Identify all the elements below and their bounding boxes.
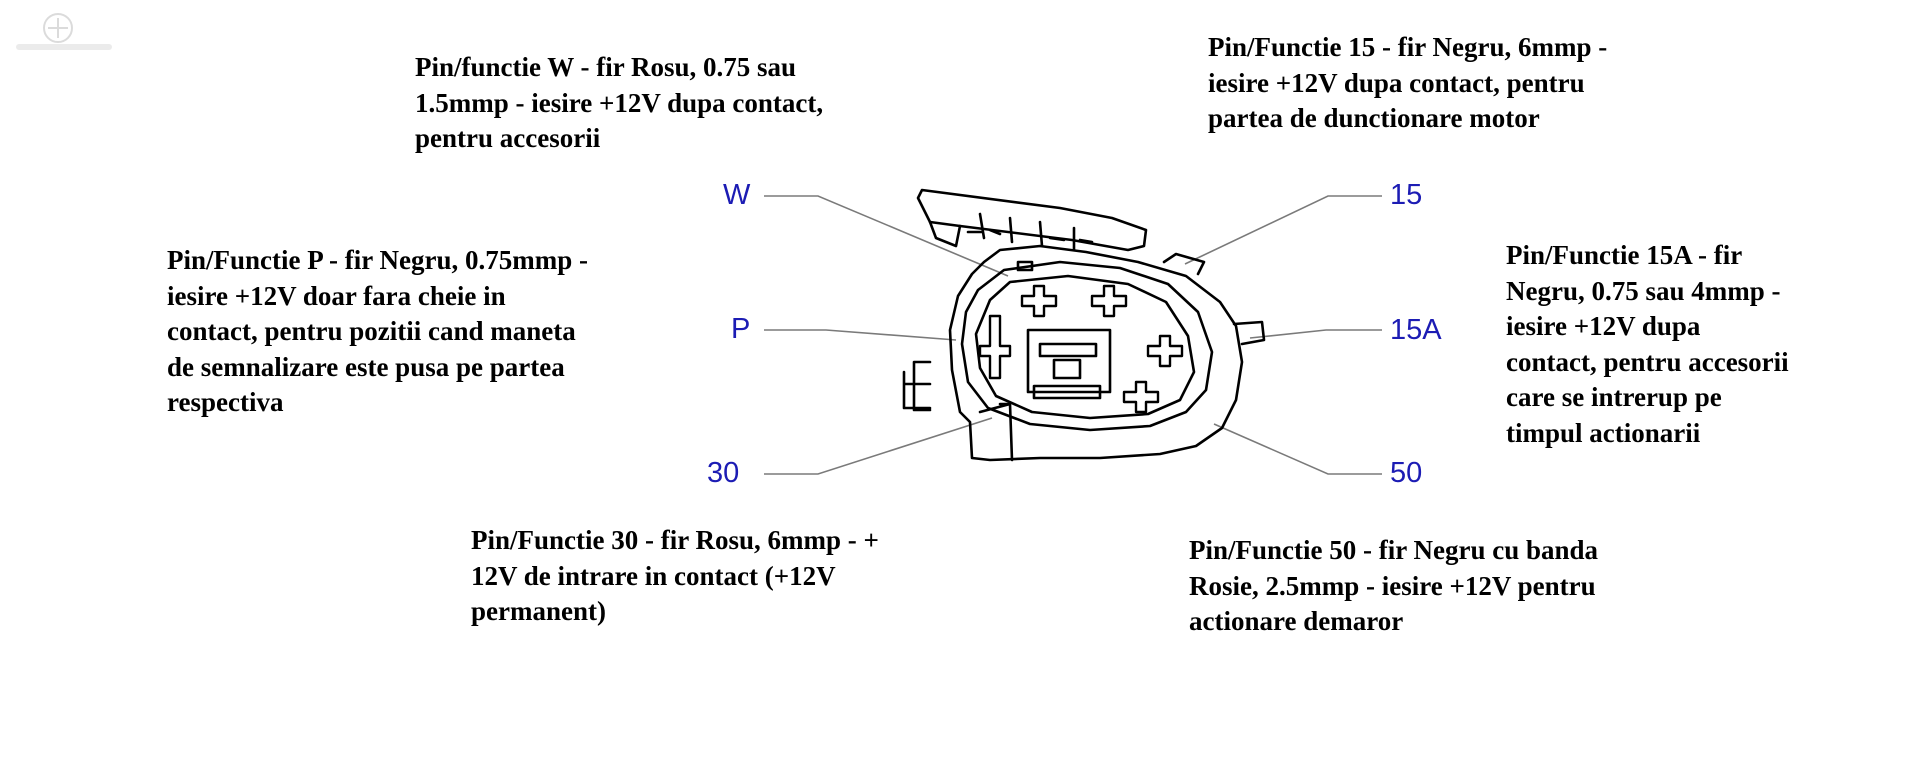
pin-15a-description: Pin/Functie 15A - fir Negru, 0.75 sau 4m… <box>1506 240 1789 448</box>
pin-label-50: 50 <box>1390 457 1423 489</box>
pin-label-30: 30 <box>707 457 740 489</box>
pin-label-p: P <box>731 313 751 345</box>
leader-line-p <box>764 329 957 341</box>
ignition-switch-connector-drawing <box>902 188 1266 462</box>
leader-lines <box>764 195 1382 475</box>
pin-30-description: Pin/Functie 30 - fir Rosu, 6mmp - + 12V … <box>471 525 879 626</box>
leader-line-15a <box>1249 329 1382 339</box>
pin-50-description: Pin/Functie 50 - fir Negru cu banda Rosi… <box>1189 535 1599 636</box>
leader-line-30 <box>764 417 993 475</box>
leader-line-w <box>764 195 1009 277</box>
site-logo-watermark-icon <box>16 13 112 50</box>
pin-w-description: Pin/functie W - fir Rosu, 0.75 sau 1.5mm… <box>415 52 824 153</box>
pin-label-w: W <box>723 179 751 211</box>
leader-line-15 <box>1184 195 1382 265</box>
leader-line-50 <box>1213 423 1382 475</box>
pin-p-description: Pin/Functie P - fir Negru, 0.75mmp - ies… <box>167 245 588 417</box>
pin-label-15a: 15A <box>1390 314 1442 346</box>
pin-label-15: 15 <box>1390 179 1423 211</box>
pin-15-description: Pin/Functie 15 - fir Negru, 6mmp - iesir… <box>1208 32 1608 133</box>
